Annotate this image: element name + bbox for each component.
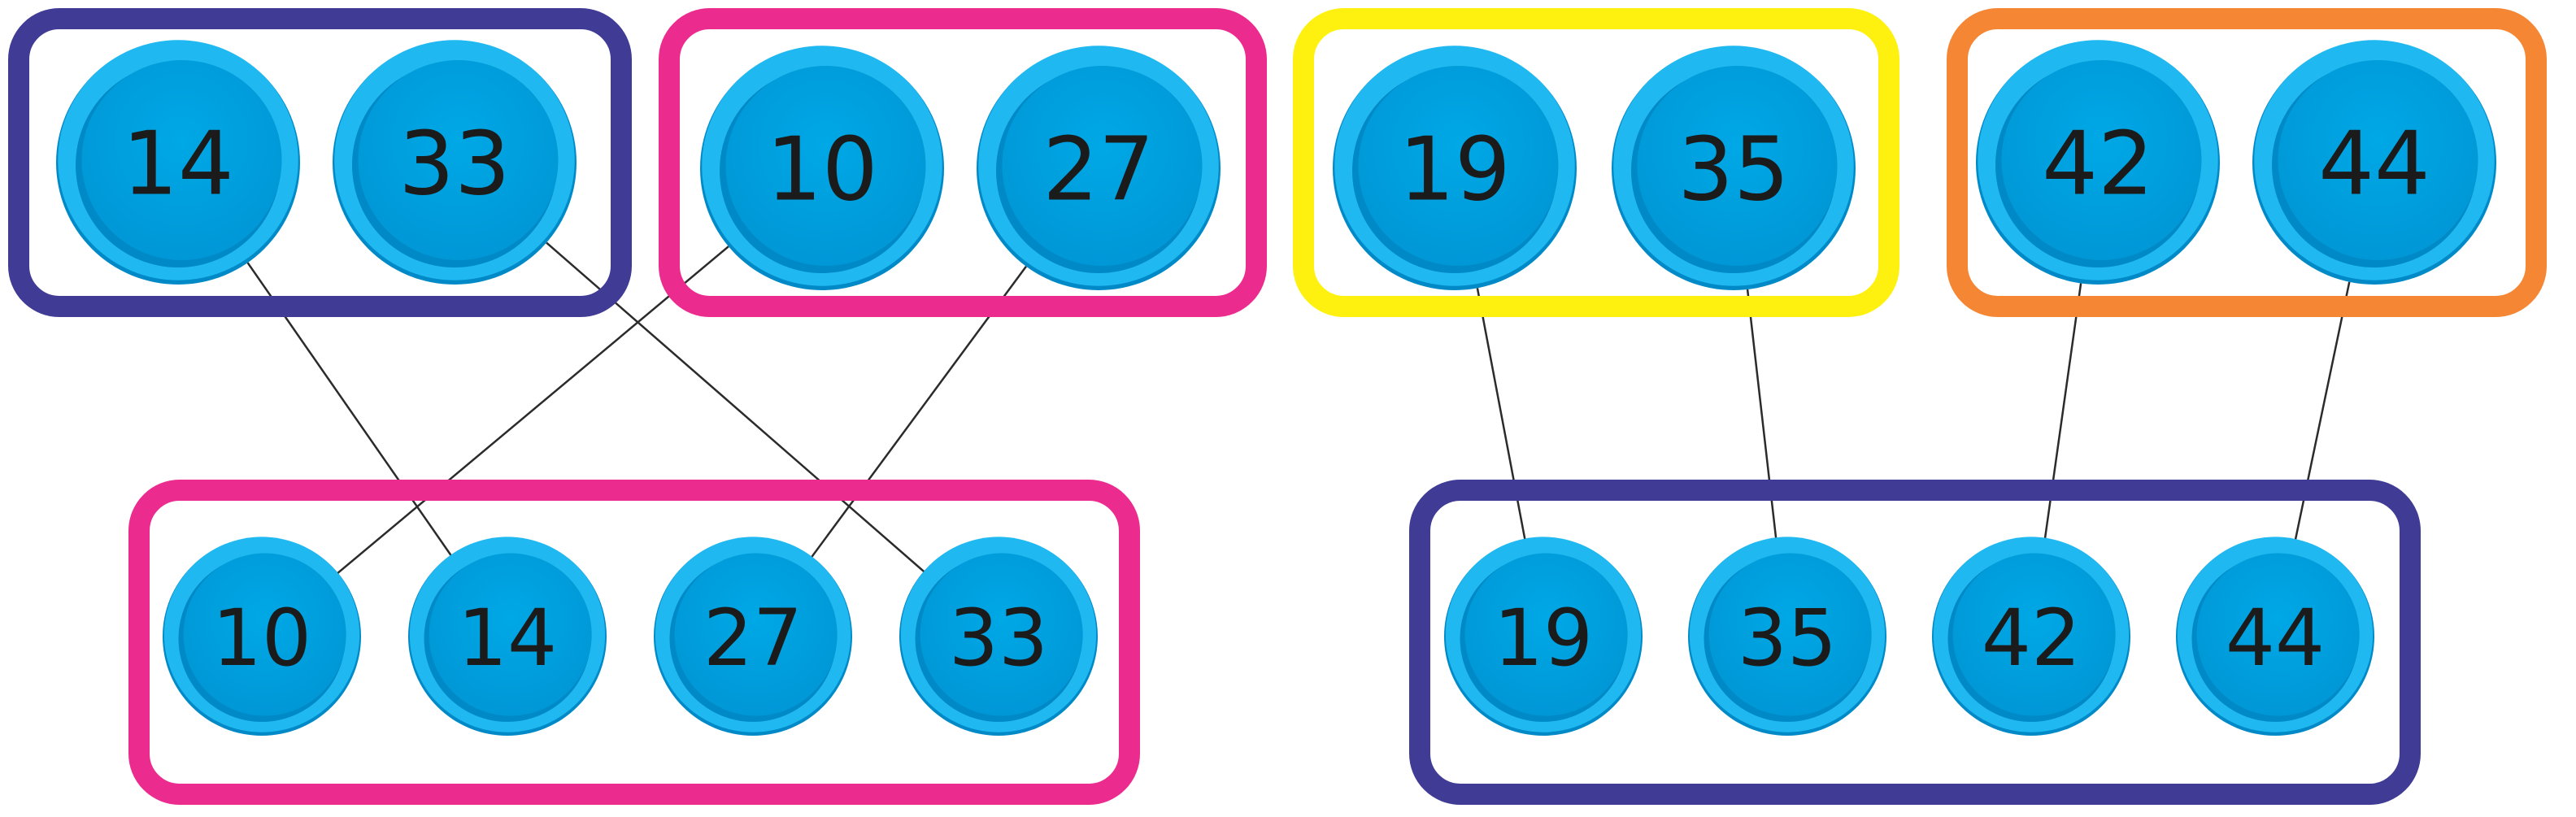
node-face (1708, 553, 1872, 716)
top-group-box-1 (8, 8, 632, 317)
top-node-33: 33 (333, 40, 577, 285)
node-face (358, 60, 559, 260)
connector-line-27 (784, 265, 1027, 593)
node-face (2001, 60, 2202, 260)
node-face (920, 553, 1083, 716)
merged-node-35: 35 (1688, 537, 1886, 736)
top-group-box-2 (659, 8, 1267, 317)
connector-line-42 (2038, 283, 2082, 583)
group-boxes (8, 8, 2547, 805)
node-face (1358, 66, 1559, 266)
node-number: 27 (1042, 120, 1154, 221)
node-face (1464, 553, 1628, 716)
node-face (183, 553, 346, 716)
node-number: 35 (1677, 120, 1789, 221)
node-face (725, 66, 926, 266)
node-face (2278, 60, 2478, 260)
merged-node-33: 33 (899, 537, 1098, 736)
top-node-14: 14 (56, 40, 300, 285)
node-number: 10 (212, 593, 311, 684)
node-number: 42 (2042, 114, 2153, 215)
top-node-35: 35 (1612, 46, 1856, 290)
number-nodes: 14 33 10 27 19 35 42 44 10 14 27 33 19 35 42 44 (56, 40, 2496, 736)
node-face (1002, 66, 1203, 266)
merged-node-44: 44 (2176, 537, 2374, 736)
node-number: 44 (2226, 593, 2325, 684)
node-number: 44 (2318, 114, 2430, 215)
merged-group-box-2 (1409, 480, 2421, 805)
connector-line-19 (1476, 288, 1534, 584)
node-face (429, 553, 592, 716)
connector-line-10 (302, 246, 729, 602)
connector-line-14 (246, 262, 477, 593)
node-face (81, 60, 282, 260)
merged-group-box-1 (128, 480, 1140, 805)
node-face (2196, 553, 2360, 716)
node-face (1637, 66, 1838, 266)
node-number: 35 (1738, 593, 1837, 684)
merged-node-10: 10 (163, 537, 361, 736)
node-face (674, 553, 838, 716)
connector-line-35 (1746, 289, 1782, 583)
top-node-42: 42 (1976, 40, 2220, 285)
merged-node-19: 19 (1444, 537, 1643, 736)
connector-line-44 (2285, 281, 2351, 584)
merged-node-42: 42 (1932, 537, 2130, 736)
node-number: 19 (1494, 593, 1593, 684)
top-group-box-4 (1947, 8, 2547, 317)
merged-node-27: 27 (654, 537, 852, 736)
node-number: 42 (1982, 593, 2081, 684)
node-number: 14 (122, 114, 233, 215)
node-number: 19 (1399, 120, 1510, 221)
node-number: 33 (949, 593, 1048, 684)
top-node-10: 10 (700, 46, 944, 290)
top-node-44: 44 (2252, 40, 2496, 285)
node-number: 27 (703, 593, 803, 684)
node-number: 10 (766, 120, 877, 221)
merged-node-14: 14 (408, 537, 607, 736)
node-number: 14 (458, 593, 557, 684)
node-number: 33 (398, 114, 510, 215)
top-node-19: 19 (1333, 46, 1577, 290)
node-face (1952, 553, 2116, 716)
top-node-27: 27 (977, 46, 1221, 290)
top-group-box-3 (1293, 8, 1899, 317)
